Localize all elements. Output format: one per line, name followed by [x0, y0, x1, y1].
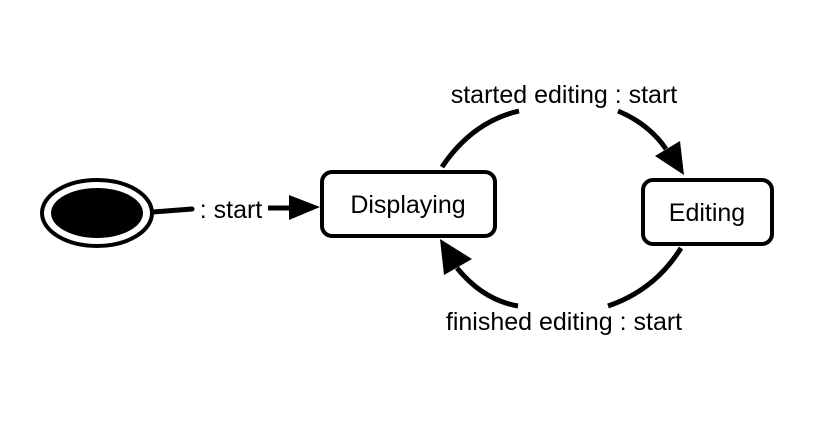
transition-displaying-to-editing: started editing : start	[439, 81, 684, 175]
start-node-label: start	[73, 200, 122, 228]
arrowhead-icon	[440, 239, 472, 275]
state-displaying: Displaying	[320, 170, 497, 238]
transition-editing-to-displaying: finished editing : start	[440, 239, 684, 336]
start-node: start	[40, 178, 154, 248]
transition-arc	[617, 108, 669, 151]
transition-start-to-displaying: : start	[150, 195, 320, 224]
arrowhead-icon	[655, 141, 684, 175]
transition-arc	[439, 108, 520, 169]
transition-label: : start	[200, 196, 263, 224]
state-label: Editing	[669, 199, 745, 227]
start-node-fill	[51, 188, 143, 238]
arrowhead-icon	[289, 195, 320, 220]
transition-arc	[455, 266, 519, 309]
transition-line	[150, 206, 195, 215]
state-label: Displaying	[350, 191, 465, 219]
transition-label: started editing : start	[451, 81, 678, 109]
state-editing: Editing	[641, 178, 774, 246]
transition-arc	[607, 246, 684, 309]
transition-label: finished editing : start	[446, 308, 682, 336]
state-box	[320, 170, 497, 238]
state-box	[641, 178, 774, 246]
